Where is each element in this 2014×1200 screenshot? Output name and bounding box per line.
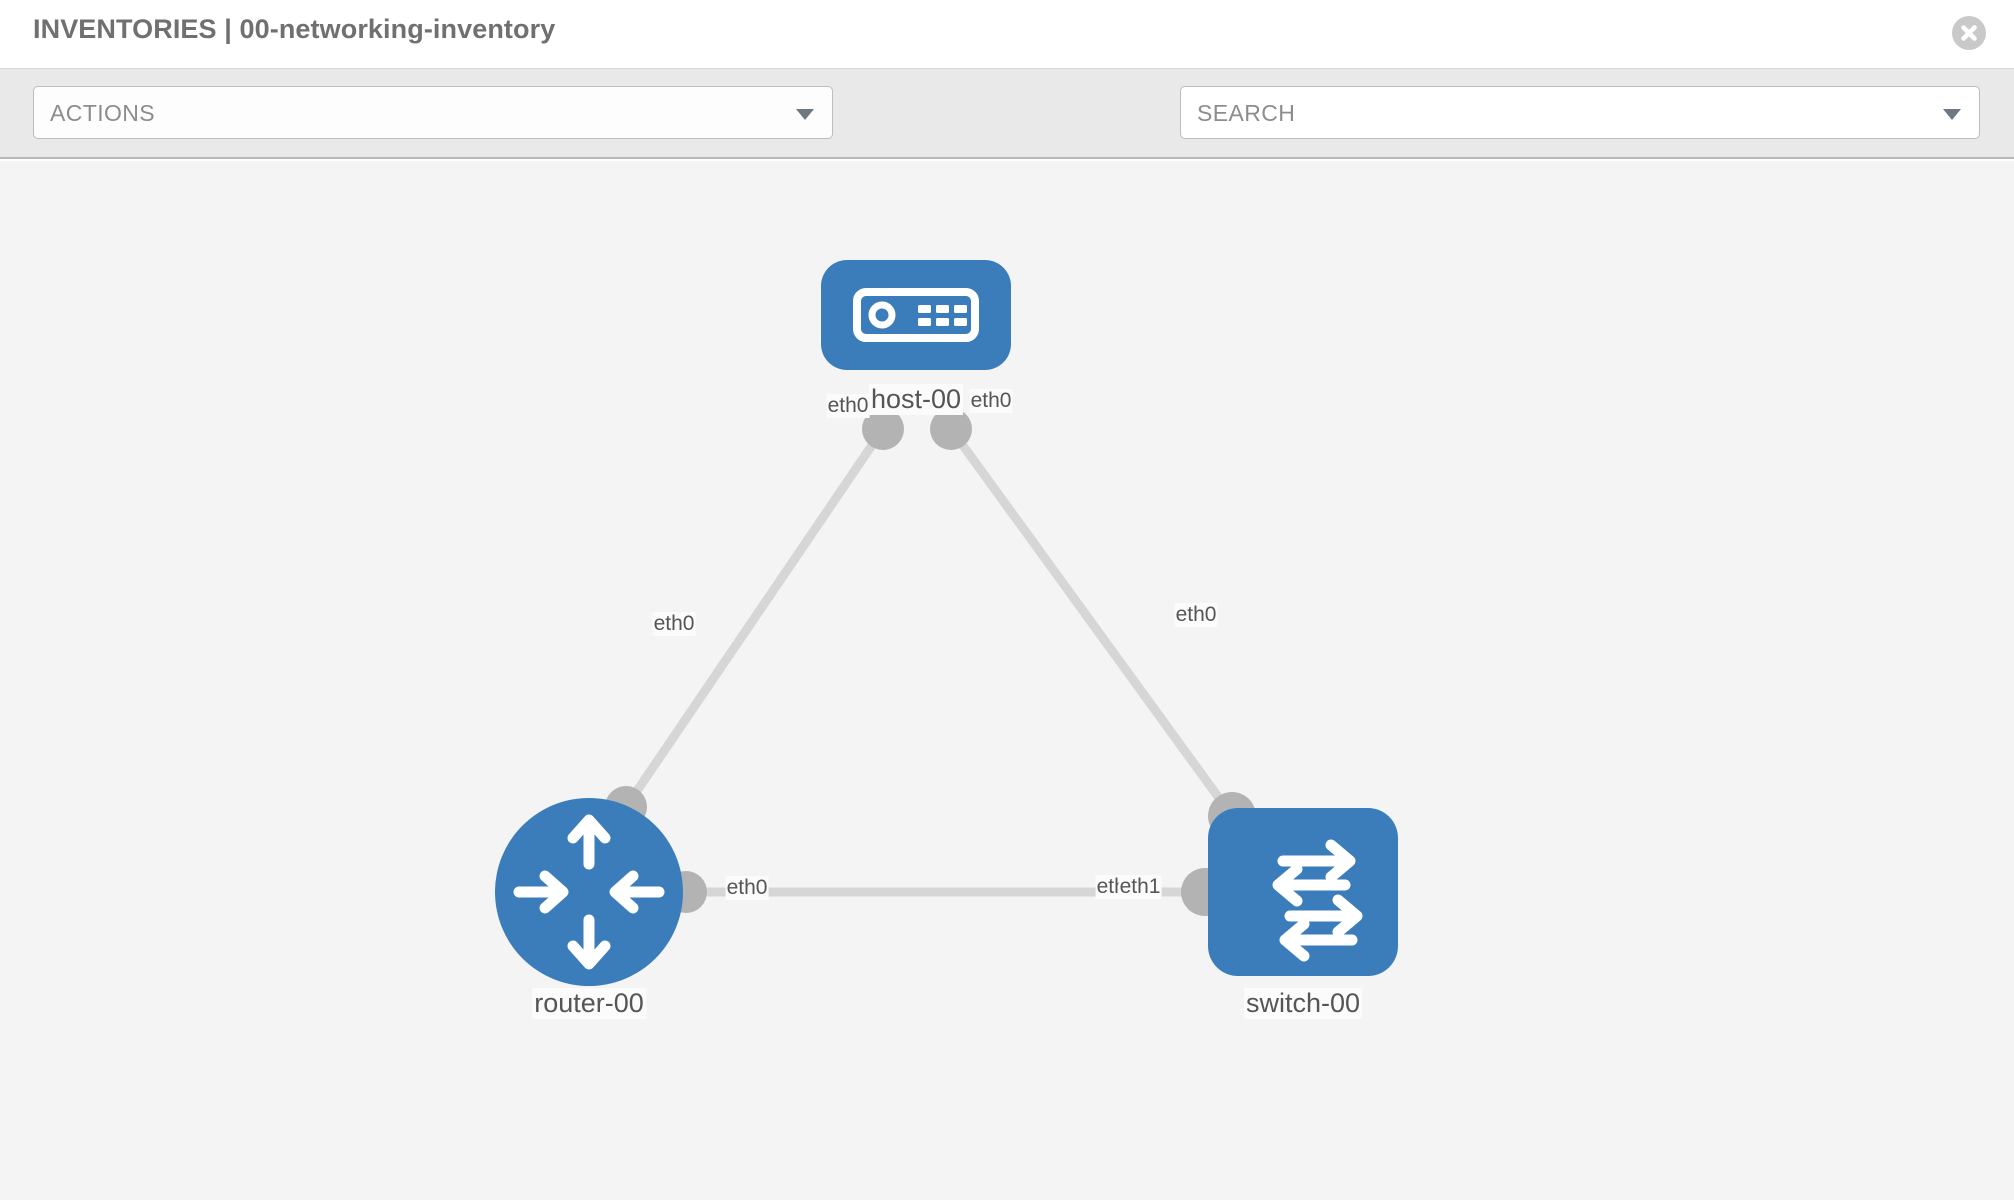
topology-graph bbox=[495, 260, 1398, 986]
node-label-switch-00[interactable]: switch-00 bbox=[1243, 988, 1363, 1019]
host-node-shape[interactable] bbox=[821, 260, 1011, 370]
close-icon[interactable] bbox=[1952, 16, 1986, 50]
search-input[interactable]: SEARCH bbox=[1180, 86, 1980, 139]
interface-label-host00-right[interactable]: eth0 bbox=[969, 389, 1013, 413]
node-label-router-00[interactable]: router-00 bbox=[532, 988, 646, 1019]
topology-node-host-00[interactable] bbox=[821, 260, 1011, 370]
interface-label-router00-uplink[interactable]: eth0 bbox=[652, 612, 696, 636]
switch-node-shape[interactable] bbox=[1208, 808, 1398, 976]
topology-canvas[interactable]: host-00 router-00 switch-00 eth0 eth0 et… bbox=[0, 161, 2014, 1200]
interface-label-switch00-uplink[interactable]: eth0 bbox=[1174, 603, 1218, 627]
interface-endpoint[interactable] bbox=[930, 408, 972, 450]
topology-node-router-00[interactable] bbox=[495, 798, 683, 986]
router-node-shape[interactable] bbox=[495, 798, 683, 986]
actions-dropdown-label: ACTIONS bbox=[50, 100, 156, 126]
node-label-host-00[interactable]: host-00 bbox=[868, 384, 964, 415]
topology-node-switch-00[interactable] bbox=[1208, 808, 1398, 976]
search-placeholder: SEARCH bbox=[1197, 100, 1296, 126]
interface-endpoint[interactable] bbox=[862, 408, 904, 450]
switch-arrows-icon bbox=[1272, 839, 1363, 962]
toolbar: ACTIONS SEARCH bbox=[0, 69, 2014, 196]
edge-host00-router00[interactable] bbox=[622, 426, 887, 810]
interface-label-host00-left[interactable]: eth0 bbox=[826, 394, 870, 418]
interface-label-switch00-eth1[interactable]: eth1 bbox=[1118, 875, 1162, 899]
interface-label-router00-eth0[interactable]: eth0 bbox=[725, 876, 769, 900]
edge-host00-switch00[interactable] bbox=[947, 426, 1236, 819]
chevron-down-icon bbox=[796, 109, 814, 120]
topology-edges bbox=[622, 426, 1236, 897]
server-device-icon bbox=[853, 288, 979, 342]
page-title: INVENTORIES | 00-networking-inventory bbox=[33, 14, 556, 44]
chevron-down-icon[interactable] bbox=[1943, 109, 1961, 120]
router-four-arrows-icon bbox=[513, 814, 665, 970]
window-header: INVENTORIES | 00-networking-inventory bbox=[0, 0, 2014, 69]
actions-dropdown[interactable]: ACTIONS bbox=[33, 86, 833, 139]
topology-interfaces bbox=[605, 408, 1256, 916]
